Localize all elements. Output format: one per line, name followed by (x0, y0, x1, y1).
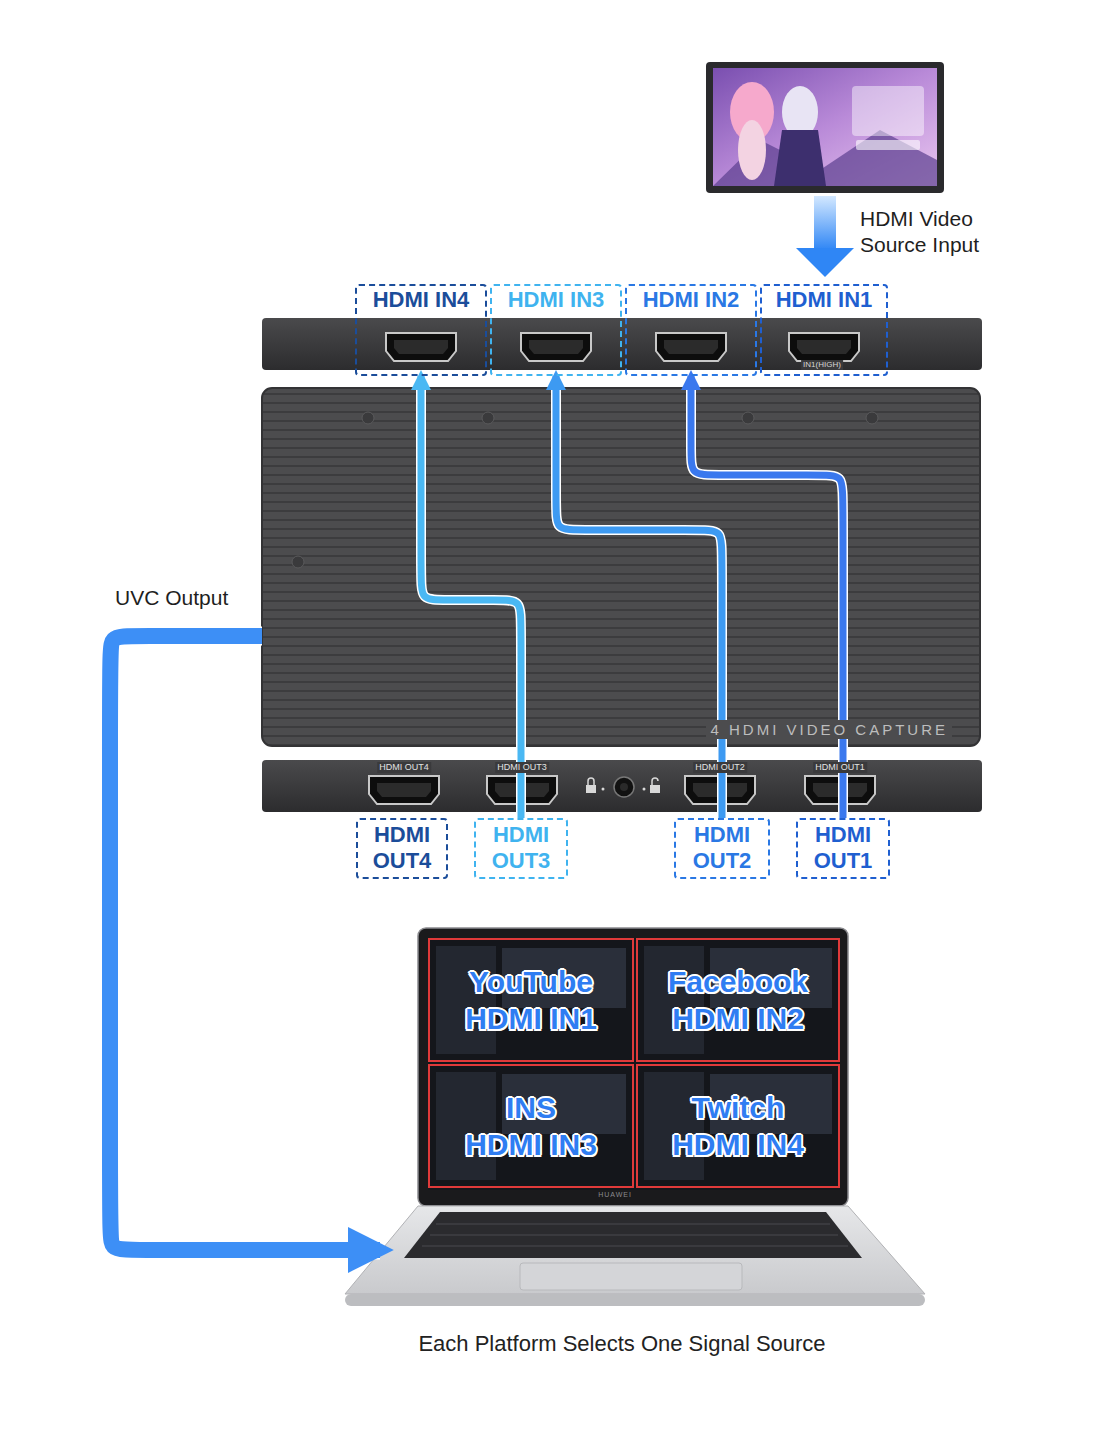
platform-label: HDMI IN2 (672, 1000, 804, 1038)
port-name: HDMI IN4 (359, 287, 483, 313)
port-name: HDMI OUT2 (679, 822, 765, 875)
port-name: HDMI IN2 (629, 287, 753, 313)
port-name: HDMI OUT4 (361, 822, 443, 875)
uvc-output-arrow (110, 636, 380, 1250)
port-name: HDMI IN1 (764, 287, 884, 313)
connector-halo (421, 376, 521, 818)
port-marking: IN1(HIGH) (801, 360, 843, 370)
platform-label: HDMI IN3 (465, 1126, 597, 1164)
port-marking: HDMI OUT2 (693, 762, 747, 773)
output-port-box: HDMI OUT4 (356, 818, 448, 879)
platform-view: YouTubeHDMI IN1 (428, 938, 634, 1062)
port-marking: HDMI OUT3 (495, 762, 549, 773)
signal-connector (421, 376, 521, 818)
brand-mark: HUAWEI (380, 1191, 850, 1198)
caption: Each Platform Selects One Signal Source (418, 1330, 825, 1358)
platform-label: INS (506, 1089, 556, 1127)
signal-connector (691, 376, 843, 818)
input-port-box: HDMI IN2 (625, 284, 757, 376)
laptop-illustration (345, 928, 925, 1306)
port-name: HDMI IN3 (494, 287, 618, 313)
platform-label: YouTube (469, 963, 593, 1001)
platform-label: HDMI IN4 (672, 1126, 804, 1164)
device-label: 4 HDMI VIDEO CAPTURE (706, 720, 952, 739)
platform-label: Facebook (668, 963, 808, 1001)
connector-halo (691, 376, 843, 818)
connector-halo (110, 636, 380, 1250)
port-marking: HDMI OUT1 (813, 762, 867, 773)
laptop: HUAWEIYouTubeHDMI IN1FacebookHDMI IN2INS… (380, 928, 850, 1258)
port-marking: HDMI OUT4 (377, 762, 431, 773)
source-monitor (706, 62, 944, 193)
lock-switch (586, 777, 660, 797)
signal-connector (556, 376, 722, 818)
port-name: HDMI OUT3 (479, 822, 563, 875)
platform-view: INSHDMI IN3 (428, 1064, 634, 1188)
capture-device: 4 HDMI VIDEO CAPTURE (262, 388, 980, 746)
output-port-box: HDMI OUT2 (674, 818, 770, 879)
platform-label: HDMI IN1 (465, 1000, 597, 1038)
platform-label: Twitch (692, 1089, 785, 1127)
source-arrow (796, 196, 854, 277)
platform-view: FacebookHDMI IN2 (636, 938, 840, 1062)
signal-note: HDMI Video Source Input (860, 206, 1020, 259)
capture-device-housing (262, 318, 982, 812)
edge-label: UVC Output (115, 585, 228, 611)
platform-view: TwitchHDMI IN4 (636, 1064, 840, 1188)
input-port-box: HDMI IN3 (490, 284, 622, 376)
output-port-box: HDMI OUT3 (474, 818, 568, 879)
output-port-box: HDMI OUT1 (796, 818, 890, 879)
input-port-box: HDMI IN4 (355, 284, 487, 376)
port-name: HDMI OUT1 (801, 822, 885, 875)
connector-halo (556, 376, 722, 818)
